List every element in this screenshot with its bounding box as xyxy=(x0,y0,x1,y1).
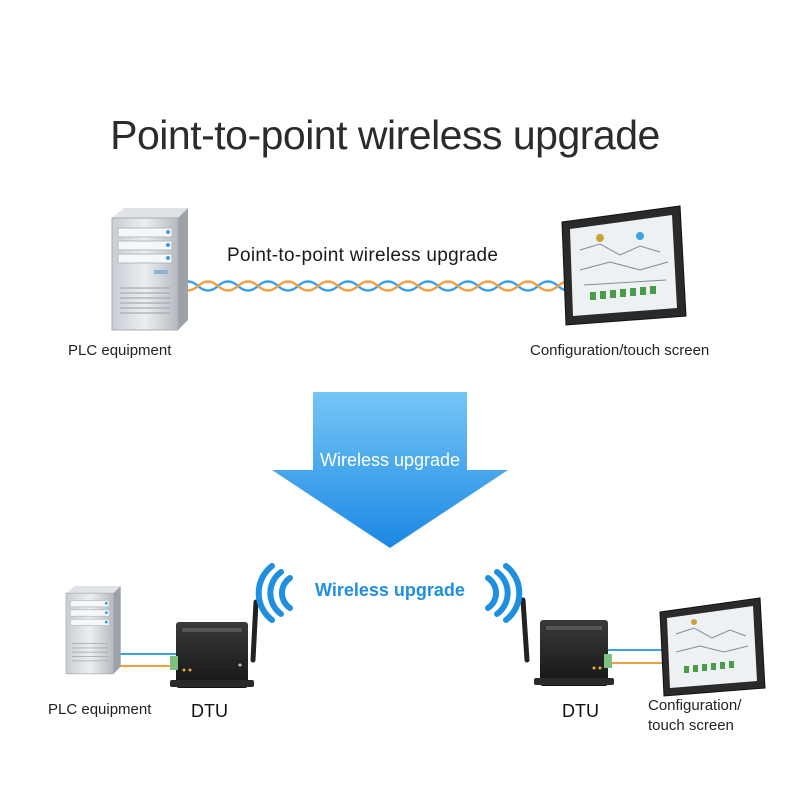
touch-screen-label: Configuration/touch screen xyxy=(530,342,710,359)
wireless-label: Wireless upgrade xyxy=(315,580,465,600)
page-title: Point-to-point wireless upgrade xyxy=(110,112,660,158)
server-icon xyxy=(111,208,188,331)
link-label: Point-to-point wireless upgrade xyxy=(227,245,499,266)
dtu-icon xyxy=(520,597,614,686)
down-arrow-icon xyxy=(272,392,508,548)
dtu-icon xyxy=(170,599,259,688)
touch-screen-icon xyxy=(561,205,687,326)
touch-screen-label-line1: Configuration/ xyxy=(648,697,742,714)
cable-left xyxy=(115,653,180,667)
arrow-label: Wireless upgrade xyxy=(319,450,461,470)
dtu-label-left: DTU xyxy=(191,701,228,721)
touch-screen-icon xyxy=(659,597,766,697)
server-icon xyxy=(65,586,121,675)
twisted-cable xyxy=(177,280,579,292)
plc-equipment-label: PLC equipment xyxy=(48,701,152,718)
dtu-label-right: DTU xyxy=(562,701,599,721)
plc-equipment-label: PLC equipment xyxy=(68,342,172,359)
touch-screen-label-line2: touch screen xyxy=(648,717,734,734)
cable-right xyxy=(608,649,666,664)
wireless-waves-icon xyxy=(485,563,523,623)
wireless-waves-icon xyxy=(255,563,293,623)
